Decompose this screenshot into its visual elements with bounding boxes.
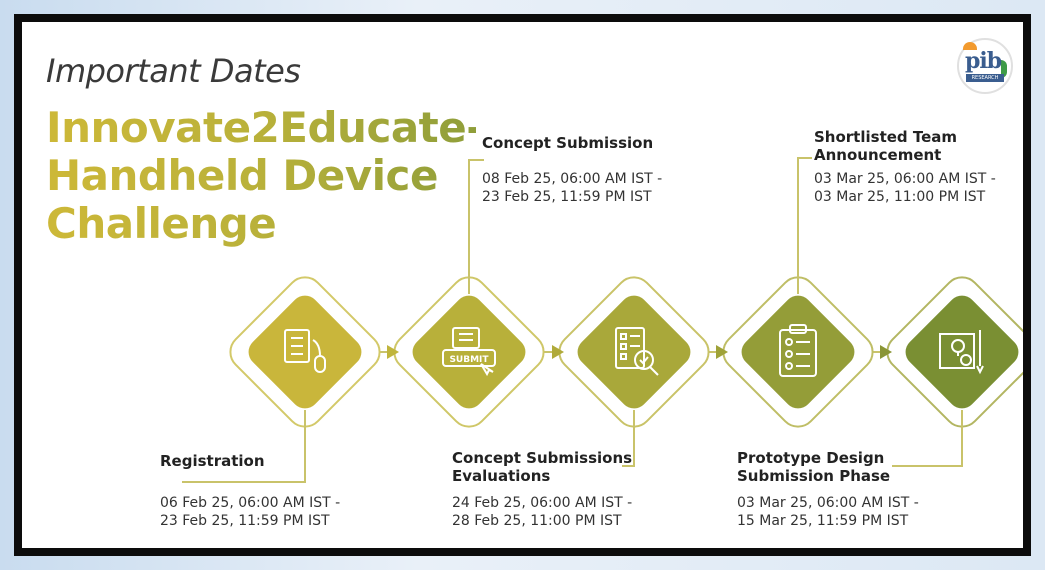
logo-saffron-mark [963,42,977,50]
stage-3-label: Concept Submissions Evaluations [452,449,632,485]
logo-text: pib [965,48,1002,74]
arrow-marker-3 [716,345,728,359]
stage-1-start: 06 Feb 25, 06:00 AM IST - [160,495,341,511]
stage-5-diamond [886,276,1023,428]
leader-line-3 [622,410,635,467]
page-title: Innovate2Educate- Handheld Device Challe… [46,103,484,248]
leader-line-4 [797,157,812,294]
stage-4-start: 03 Mar 25, 06:00 AM IST - [814,171,996,187]
stage-1-dates: 06 Feb 25, 06:00 AM IST - 23 Feb 25, 11:… [160,494,340,530]
stage-4-diamond [722,276,874,428]
stage-5-label-line-1: Prototype Design [737,449,885,467]
registration-form-icon [284,329,326,373]
stage-4-label-line-2: Announcement [814,146,942,164]
stage-3-label-line-2: Evaluations [452,467,551,485]
stage-3-start: 24 Feb 25, 06:00 AM IST - [452,495,633,511]
page-kicker: Important Dates [46,52,301,90]
arrow-marker-2 [552,345,564,359]
stage-1-diamond [229,276,381,428]
stage-2-dates: 08 Feb 25, 06:00 AM IST - 23 Feb 25, 11:… [482,170,662,206]
stage-4-label: Shortlisted Team Announcement [814,128,957,164]
stage-3-diamond [558,276,710,428]
pib-logo: pib RESEARCH UNIT [957,38,1013,94]
arrow-marker-1 [387,345,399,359]
submit-icon: SUBMIT [442,327,496,377]
stage-3-label-line-1: Concept Submissions [452,449,633,467]
stage-5-dates: 03 Mar 25, 06:00 AM IST - 15 Mar 25, 11:… [737,494,919,530]
logo-green-mark [1001,60,1007,78]
stage-4-label-line-1: Shortlisted Team [814,128,958,146]
stage-4-dates: 03 Mar 25, 06:00 AM IST - 03 Mar 25, 11:… [814,170,996,206]
stage-1-end: 23 Feb 25, 11:59 PM IST [160,513,330,529]
important-dates-card: Important Dates Innovate2Educate- Handhe… [14,14,1031,556]
prototype-design-icon [939,330,984,375]
clipboard-list-icon [779,324,817,377]
stage-2-diamond: SUBMIT [393,276,545,428]
stage-3-dates: 24 Feb 25, 06:00 AM IST - 28 Feb 25, 11:… [452,494,632,530]
timeline-graphic: SUBMIT [182,157,1023,483]
logo-subtext: RESEARCH UNIT [966,74,1004,89]
evaluation-checklist-icon [615,327,659,376]
stage-5-label: Prototype Design Submission Phase [737,449,890,485]
stage-5-label-line-2: Submission Phase [737,467,891,485]
leader-line-5 [892,410,963,467]
svg-text:SUBMIT: SUBMIT [449,355,489,365]
stage-2-label: Concept Submission [482,134,654,152]
leader-line-2 [468,159,484,294]
stage-2-end: 23 Feb 25, 11:59 PM IST [482,189,652,205]
stage-3-end: 28 Feb 25, 11:00 PM IST [452,513,622,529]
stage-5-start: 03 Mar 25, 06:00 AM IST - [737,495,919,511]
stage-5-end: 15 Mar 25, 11:59 PM IST [737,513,909,529]
stage-1-label: Registration [160,452,265,470]
stage-2-start: 08 Feb 25, 06:00 AM IST - [482,171,663,187]
stage-4-end: 03 Mar 25, 11:00 PM IST [814,189,986,205]
arrow-marker-4 [880,345,892,359]
leader-line-1 [182,410,306,483]
